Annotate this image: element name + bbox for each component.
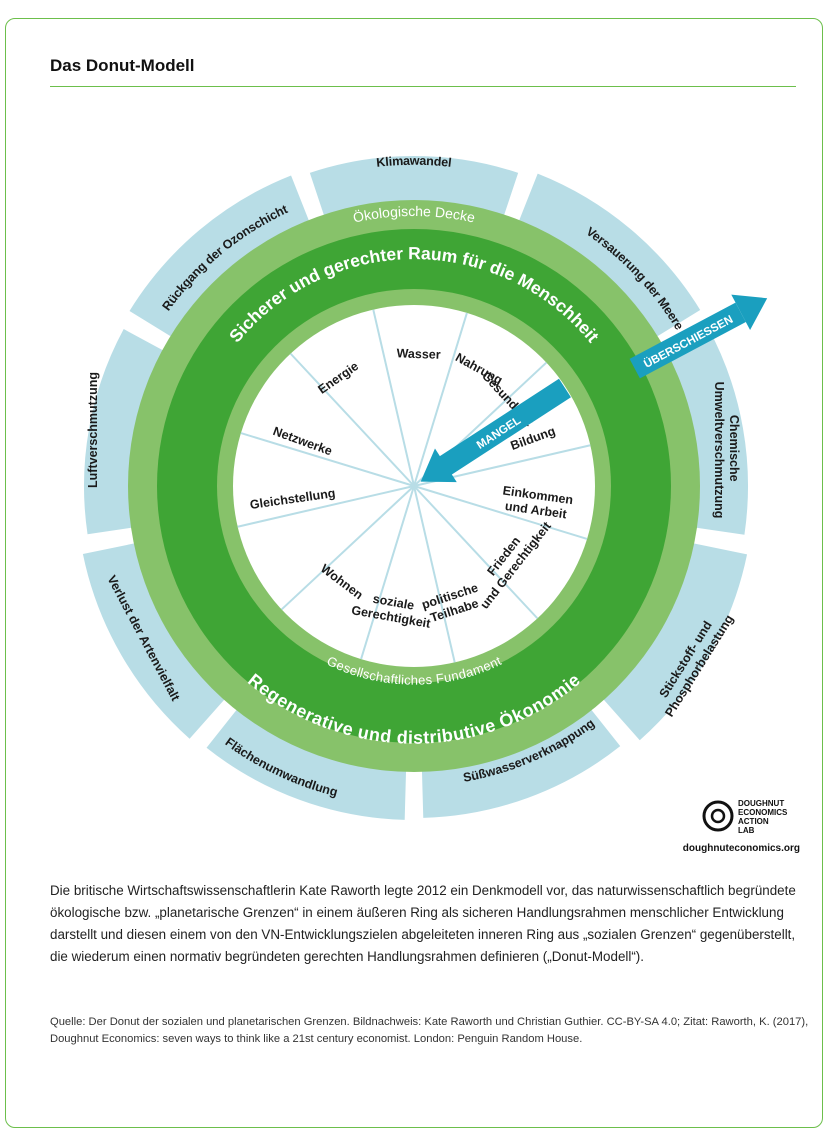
social-label: Wasser [396, 346, 441, 362]
spoke-line [240, 432, 415, 487]
spoke-line [237, 485, 415, 528]
spoke-line [289, 352, 415, 487]
spoke-line [280, 485, 415, 611]
outer-sector [421, 697, 621, 818]
page-title: Das Donut-Modell [50, 56, 195, 75]
inner-spokes [237, 309, 591, 663]
outer-sector [129, 175, 315, 345]
spoke-line [413, 485, 456, 663]
source-note: Quelle: Der Donut der sozialen und plane… [50, 1016, 809, 1045]
spoke-line [413, 485, 539, 620]
logo-line1: DOUGHNUT [738, 799, 784, 808]
label-chemische: Chemische Umweltverschmutzung [712, 382, 741, 519]
logo-line4: LAB [738, 826, 755, 835]
label-klimawandel: Klimawandel [376, 154, 453, 170]
spoke-line [372, 309, 415, 487]
outer-sector [593, 540, 748, 741]
outer-sector [206, 697, 407, 820]
donut-diagram: Ökologische Decke Sicherer und gerechter… [82, 154, 788, 835]
logo-ring-icon [702, 800, 734, 832]
spoke-line [413, 485, 588, 540]
logo-inner-ring-icon [710, 808, 726, 824]
label-luftverschmutzung: Luftverschmutzung [86, 372, 100, 488]
logo-url: doughnuteconomics.org [682, 843, 800, 854]
label-chemische-line2: Umweltverschmutzung [712, 382, 726, 519]
description-text: Die britische Wirtschaftswissenschaftler… [50, 883, 796, 964]
ceiling-label: Ökologische Decke [351, 203, 476, 226]
outer-sector [82, 540, 235, 739]
title-divider [50, 86, 796, 87]
logo-line3: ACTION [738, 817, 769, 826]
deal-logo: DOUGHNUT ECONOMICS ACTION LAB [702, 799, 788, 835]
label-chemische-line1: Chemische [727, 415, 741, 482]
spoke-line [360, 485, 415, 660]
logo-line2: ECONOMICS [738, 808, 788, 817]
spoke-line [413, 312, 468, 487]
outer-sector [513, 173, 701, 345]
